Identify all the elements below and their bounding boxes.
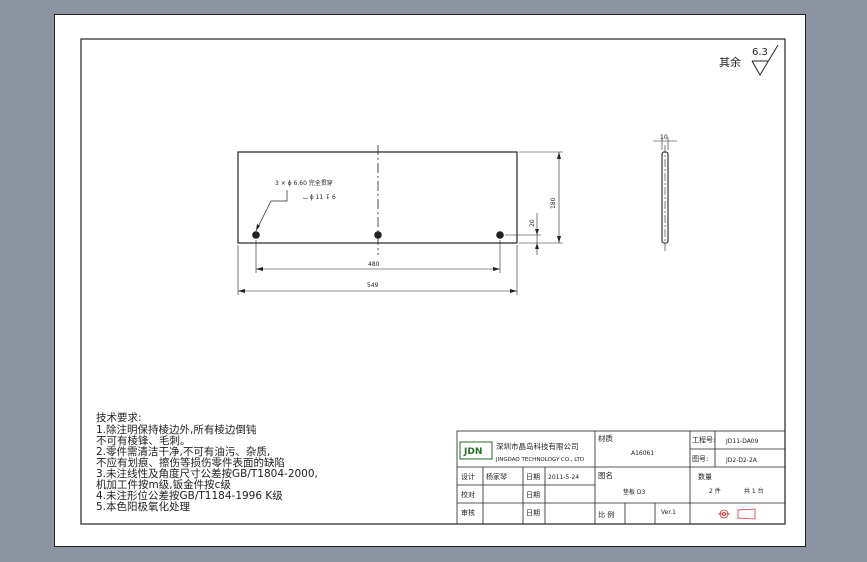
company-logo [459, 441, 493, 460]
arrow-549-r [510, 289, 517, 293]
tech-req-line: 不可有棱锋、毛刺。 [96, 434, 191, 447]
drawing-no-value: JD2-D2-2A [725, 457, 758, 464]
dim-20: 20 [529, 219, 536, 227]
tech-req-line: 4.未注形位公差按GB/T1184-1996 K级 [96, 489, 283, 502]
drawing-no-label: 图号: [692, 455, 708, 463]
drawing-sheet: 其余 6.3 3 × ϕ 6.60 完全贯穿 ⌴ ϕ 11 ↧ 6 480 54… [54, 14, 806, 547]
version-label: Ver.1 [661, 509, 676, 516]
arrow-180-t [557, 152, 561, 159]
tech-req-line: 2.零件需清洁干净,不可有油污、杂质, [96, 445, 270, 458]
company-logo-text: JDN [463, 447, 482, 457]
tech-req-line: 1.除注明保持棱边外,所有棱边倒钝 [96, 423, 257, 436]
company-name-en: JINGDAO TECHNOLOGY CO., LTD [495, 457, 584, 463]
drawing-canvas: 其余 6.3 3 × ϕ 6.60 完全贯穿 ⌴ ϕ 11 ↧ 6 480 54… [80, 38, 786, 525]
part-name-value: 垫板 D3 [623, 488, 646, 496]
dim-10: 10 [660, 134, 668, 141]
dim-180: 180 [550, 197, 557, 209]
date-label: 日期 [526, 473, 540, 481]
dim-480: 480 [368, 261, 380, 268]
roughness-value: 6.3 [752, 47, 768, 58]
arrow-20-b [535, 243, 539, 249]
hole-center [374, 231, 382, 239]
quantity-value: 2 件 [709, 487, 721, 495]
tech-req-line: 5.本色阳极氧化处理 [96, 500, 191, 513]
arrow-549-l [238, 289, 245, 293]
project-no-value: JD11-DA09 [725, 438, 759, 445]
sets-value: 共 1 台 [744, 487, 764, 495]
arrow-480-r [493, 267, 500, 271]
hole-note-line1: 3 × ϕ 6.60 完全贯穿 [275, 179, 333, 187]
tech-req-line: 3.未注线性及角度尺寸公差按GB/T1804-2000, [96, 467, 318, 480]
tech-req-line: 机加工件按m级,钣金件按c级 [96, 478, 231, 491]
company-name-cn: 深圳市晶岛科技有限公司 [496, 441, 579, 451]
tech-req-title: 技术要求: [96, 411, 142, 424]
hole-right [496, 231, 504, 239]
title-block [456, 430, 786, 525]
side-view: 10 [653, 134, 677, 251]
date-label-2: 日期 [526, 491, 540, 499]
plate-outline [237, 151, 518, 244]
front-view: 3 × ϕ 6.60 完全贯穿 ⌴ ϕ 11 ↧ 6 480 549 180 2… [237, 145, 563, 295]
hole-leader [255, 190, 288, 232]
material-label: 材质 [598, 433, 613, 443]
material-value: A16061 [631, 450, 654, 457]
designer-label: 设计 [461, 472, 475, 481]
roughness-prefix: 其余 [719, 55, 741, 69]
inner-frame [80, 38, 786, 525]
review-label: 校对 [461, 490, 475, 499]
arrow-20-t [535, 229, 539, 235]
part-name-label: 图名 [598, 470, 613, 480]
roughness-symbol [751, 44, 779, 76]
designer-value: 杨家琴 [486, 472, 507, 481]
arrow-180-b [557, 236, 561, 243]
projection-symbol-icon [718, 508, 756, 520]
project-no-label: 工程号: [692, 435, 715, 444]
date-label-3: 日期 [526, 509, 540, 517]
hole-left [252, 231, 260, 239]
hole-leader-arrow [256, 224, 260, 231]
arrow-480-l [256, 267, 263, 271]
quantity-label: 数量 [698, 472, 712, 481]
scale-label: 比 例 [598, 510, 614, 519]
tech-requirements: 技术要求: 1.除注明保持棱边外,所有棱边倒钝 不可有棱锋、毛刺。 2.零件需清… [96, 411, 318, 513]
hole-note-line2: ⌴ ϕ 11 ↧ 6 [303, 194, 336, 201]
date-value: 2011-5-24 [548, 474, 579, 481]
dim-549: 549 [367, 282, 379, 289]
approve-label: 审核 [461, 508, 475, 517]
tech-req-line: 不应有划痕、擦伤等损伤零件表面的缺陷 [96, 456, 285, 469]
